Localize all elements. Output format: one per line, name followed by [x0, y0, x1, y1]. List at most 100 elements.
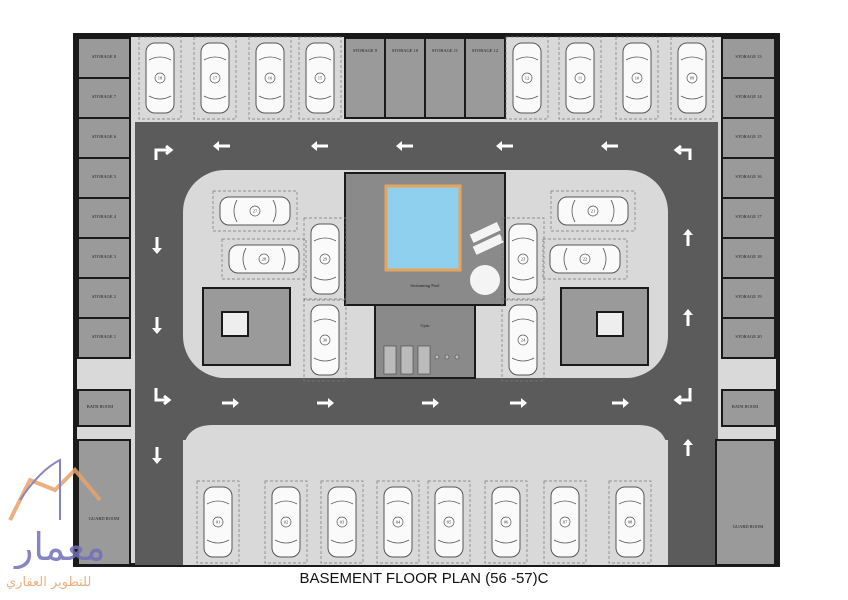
gym-label: Gym: [421, 323, 430, 328]
parking-number: 08: [628, 520, 633, 525]
parking-space: 01: [196, 480, 240, 564]
direction-arrow-icon: [612, 398, 629, 408]
bath-room-left: [77, 389, 131, 427]
parking-space: 22: [542, 238, 628, 280]
storage-room-label: STORAGE 19: [735, 294, 762, 299]
direction-arrow-icon: [311, 141, 328, 151]
logo-mark: معمار: [13, 525, 106, 569]
logo-tagline: للتطوير العقاري: [6, 575, 92, 590]
storage-room: [464, 37, 506, 119]
stair-core-right: [560, 287, 649, 366]
parking-number: 28: [262, 257, 267, 262]
parking-space: 04: [376, 480, 420, 564]
storage-room-label: STORAGE 8: [92, 54, 117, 59]
parking-space: 10: [615, 36, 659, 120]
guard-room-left-label: GUARD ROOM: [89, 516, 120, 521]
parking-space: 21: [550, 190, 636, 232]
guard-room-right-label: GUARD ROOM: [733, 524, 764, 529]
storage-room: [721, 237, 776, 279]
turn-arrow-icon: [154, 388, 172, 406]
storage-room-label: STORAGE 17: [735, 214, 762, 219]
storage-room: [77, 117, 131, 159]
storage-room: [721, 157, 776, 199]
storage-room: [721, 277, 776, 319]
parking-space: 11: [558, 36, 602, 120]
parking-space: 18: [138, 36, 182, 120]
parking-space: 16: [248, 36, 292, 120]
storage-room-label: STORAGE 2: [92, 294, 116, 299]
parking-number: 21: [591, 209, 596, 214]
guard-room-right: [715, 439, 776, 566]
stair-core-left: [202, 287, 291, 366]
parking-number: 27: [253, 209, 258, 214]
storage-room: [424, 37, 466, 119]
parking-number: 05: [447, 520, 452, 525]
elevator-icon: [221, 311, 249, 337]
parking-number: 23: [521, 257, 526, 262]
turn-arrow-icon: [154, 144, 174, 160]
swimming-pool: [384, 184, 462, 272]
storage-room-label: STORAGE 4: [92, 214, 117, 219]
parking-number: 22: [583, 257, 588, 262]
storage-room: [77, 197, 131, 239]
storage-room: [77, 77, 131, 119]
storage-room-label: STORAGE 18: [735, 254, 762, 259]
storage-room-label: STORAGE 14: [735, 94, 762, 99]
parking-number: 04: [396, 520, 401, 525]
direction-arrow-icon: [683, 229, 693, 246]
parking-number: 09: [690, 76, 695, 81]
storage-room-label: STORAGE 12: [472, 48, 498, 53]
sun-lounger: [472, 234, 504, 255]
parking-space: 29: [303, 217, 347, 301]
parking-space: 09: [670, 36, 714, 120]
storage-room-label: STORAGE 11: [432, 48, 458, 53]
logo: معمار: [8, 458, 106, 569]
direction-arrow-icon: [152, 317, 162, 334]
bottom-parking-area: [183, 425, 668, 565]
storage-room-label: STORAGE 10: [392, 48, 419, 53]
parking-number: 12: [525, 76, 530, 81]
guard-room-left: [77, 439, 131, 566]
bath-room-right: [721, 389, 776, 427]
parking-space: 07: [543, 480, 587, 564]
parking-number: 18: [158, 76, 163, 81]
parking-space: 08: [608, 480, 652, 564]
bath-room-right-label: BATH ROOM: [732, 404, 758, 409]
direction-arrow-icon: [510, 398, 527, 408]
storage-room: [77, 237, 131, 279]
storage-room-label: STORAGE 15: [735, 134, 762, 139]
storage-room-label: STORAGE 9: [353, 48, 378, 53]
storage-room: [344, 37, 386, 119]
direction-arrow-icon: [222, 398, 239, 408]
direction-arrow-icon: [152, 447, 162, 464]
storage-room-label: STORAGE 6: [92, 134, 117, 139]
direction-arrow-icon: [683, 309, 693, 326]
direction-arrow-icon: [152, 237, 162, 254]
storage-room: [721, 77, 776, 119]
parking-space: 27: [212, 190, 298, 232]
parking-number: 01: [216, 520, 221, 525]
direction-arrow-icon: [396, 141, 413, 151]
parking-number: 10: [635, 76, 640, 81]
storage-room: [721, 117, 776, 159]
parking-number: 17: [213, 76, 218, 81]
storage-room-label: STORAGE 16: [735, 174, 762, 179]
gym-equipment: [383, 345, 460, 375]
parking-space: 06: [484, 480, 528, 564]
umbrella-icon: [470, 265, 500, 295]
turn-arrow-icon: [673, 388, 692, 406]
direction-arrow-icon: [422, 398, 439, 408]
storage-room-label: STORAGE 7: [92, 94, 117, 99]
parking-number: 15: [318, 76, 323, 81]
parking-space: 05: [427, 480, 471, 564]
parking-space: 12: [505, 36, 549, 120]
parking-space: 28: [221, 238, 307, 280]
storage-room-label: STORAGE 3: [92, 254, 117, 259]
parking-number: 29: [323, 257, 328, 262]
parking-space: 24: [501, 298, 545, 382]
storage-room-label: STORAGE 1: [92, 334, 116, 339]
parking-space: 30: [303, 298, 347, 382]
parking-number: 24: [521, 338, 526, 343]
storage-room: [77, 317, 131, 359]
